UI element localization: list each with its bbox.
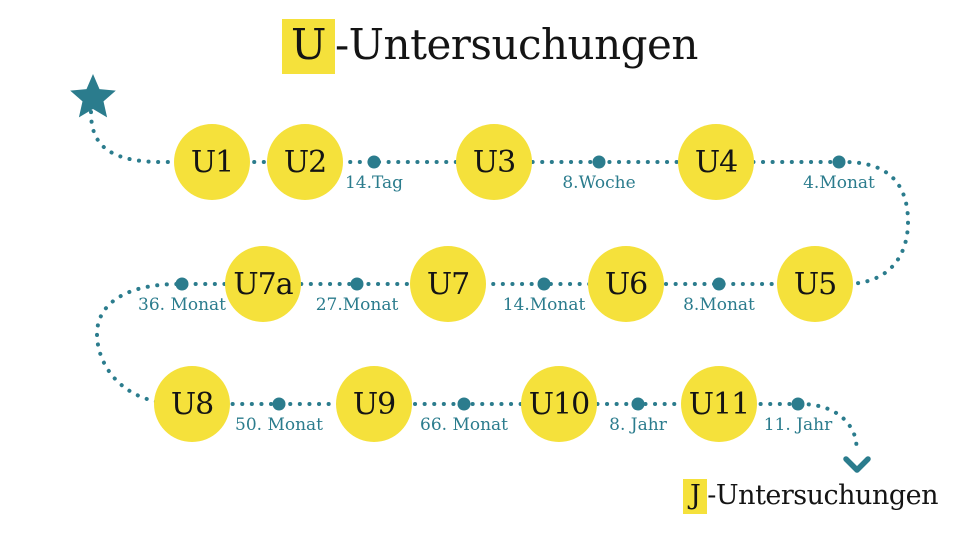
checkup-label: U6 xyxy=(604,266,648,302)
checkup-node-u2: U2 xyxy=(267,124,343,200)
milestone-dot xyxy=(272,397,286,411)
milestone-dot xyxy=(712,277,726,291)
checkup-node-u5: U5 xyxy=(777,246,853,322)
checkup-label: U5 xyxy=(793,266,837,302)
milestone-label: 8.Monat xyxy=(683,295,755,315)
checkup-label: U2 xyxy=(283,144,327,180)
end-label-text: -Untersuchungen xyxy=(707,480,938,511)
checkup-node-u1: U1 xyxy=(174,124,250,200)
checkup-node-u7: U7 xyxy=(410,246,486,322)
milestone-label: 50. Monat xyxy=(235,415,323,435)
milestone-label: 8. Jahr xyxy=(609,415,667,435)
milestone-label: 8.Woche xyxy=(562,173,636,193)
checkup-node-u9: U9 xyxy=(336,366,412,442)
milestone-label: 66. Monat xyxy=(420,415,508,435)
checkup-node-u6: U6 xyxy=(588,246,664,322)
checkup-node-u11: U11 xyxy=(681,366,757,442)
milestone-dot xyxy=(537,277,551,291)
milestone-dot xyxy=(350,277,364,291)
checkup-label: U10 xyxy=(528,386,590,422)
checkup-node-u4: U4 xyxy=(678,124,754,200)
milestone-dot xyxy=(175,277,189,291)
checkup-label: U3 xyxy=(472,144,516,180)
checkup-node-u7a: U7a xyxy=(225,246,301,322)
milestone-label: 14.Tag xyxy=(344,173,404,193)
milestone-dot xyxy=(457,397,471,411)
milestone-dot xyxy=(832,155,846,169)
checkup-node-u3: U3 xyxy=(456,124,532,200)
j-untersuchungen-label: J-Untersuchungen xyxy=(682,479,938,514)
milestone-label: 36. Monat xyxy=(138,295,226,315)
milestone-dot xyxy=(367,155,381,169)
milestone-label: 27.Monat xyxy=(315,295,399,315)
milestone-dot xyxy=(592,155,606,169)
milestone-dot xyxy=(631,397,645,411)
checkup-label: U7a xyxy=(233,266,293,302)
milestone-label: 14.Monat xyxy=(502,295,586,315)
checkup-label: U11 xyxy=(688,386,750,422)
page-title: U-Untersuchungen xyxy=(0,18,980,74)
checkup-node-u10: U10 xyxy=(521,366,597,442)
milestone-dot xyxy=(791,397,805,411)
star-icon xyxy=(70,74,116,118)
checkup-label: U4 xyxy=(694,144,738,180)
milestone-label: 4.Monat xyxy=(803,173,875,193)
end-highlight-box: J xyxy=(682,479,708,514)
title-text: -Untersuchungen xyxy=(334,20,699,69)
checkup-label: U8 xyxy=(170,386,214,422)
milestone-label: 11. Jahr xyxy=(763,415,833,435)
checkup-label: U1 xyxy=(190,144,234,180)
title-highlight-box: U xyxy=(282,19,335,74)
checkup-node-u8: U8 xyxy=(154,366,230,442)
arrow-down-icon xyxy=(843,456,871,473)
checkup-label: U7 xyxy=(426,266,470,302)
checkup-label: U9 xyxy=(352,386,396,422)
